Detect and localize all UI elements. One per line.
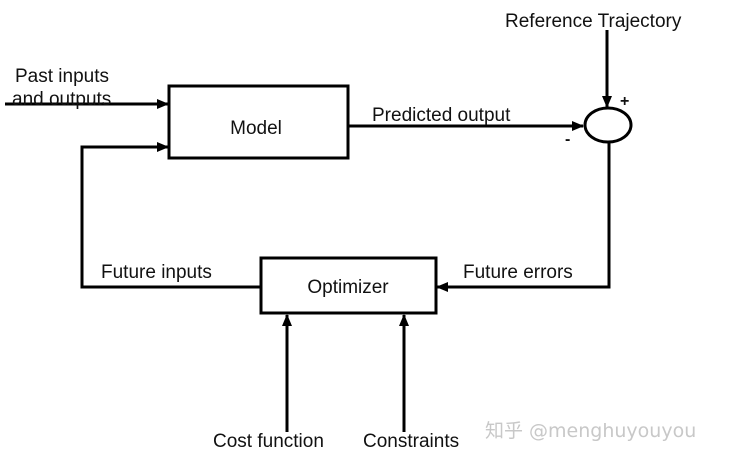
predicted-output-label: Predicted output xyxy=(372,105,511,126)
summing-junction-plus-sign: + xyxy=(620,93,629,110)
watermark-text: 知乎 @menghuyouyou xyxy=(485,420,696,442)
cost-function-label: Cost function xyxy=(213,431,324,452)
future-errors-label: Future errors xyxy=(463,262,573,283)
optimizer-block-label: Optimizer xyxy=(307,277,389,298)
future-inputs-label: Future inputs xyxy=(101,262,212,283)
future-errors-line xyxy=(436,143,611,292)
model-block-label: Model xyxy=(230,118,282,139)
model-block xyxy=(167,84,350,160)
future-inputs-feedback-line xyxy=(80,142,260,289)
optimizer-block xyxy=(259,256,438,315)
past-inputs-label-line2: and outputs xyxy=(12,89,111,110)
reference-trajectory-label: Reference Trajectory xyxy=(505,11,682,32)
summing-junction-minus-sign: - xyxy=(565,131,570,148)
constraints-label: Constraints xyxy=(363,431,459,452)
summing-junction xyxy=(583,106,633,144)
past-inputs-label-line1: Past inputs xyxy=(15,66,109,87)
